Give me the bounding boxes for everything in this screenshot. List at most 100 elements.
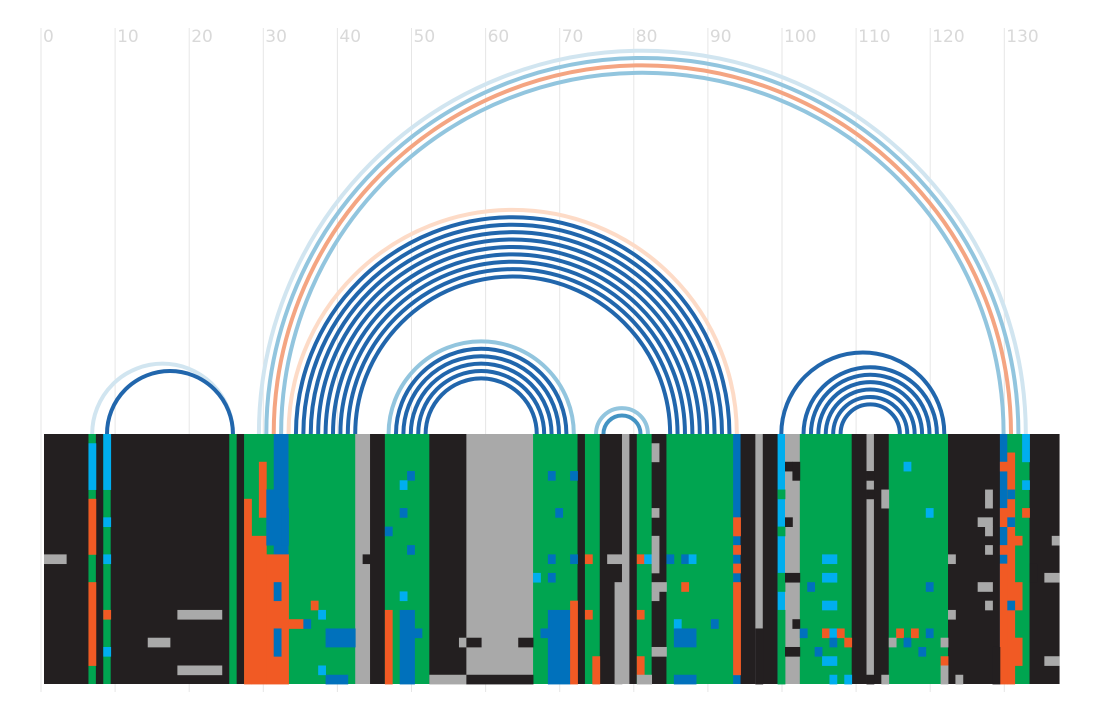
tick-label-60: 60 xyxy=(488,27,510,47)
matrix-column-34 xyxy=(888,434,949,684)
matrix-cell-4 xyxy=(103,517,112,527)
matrix-cell-50 xyxy=(533,572,541,583)
matrix-cell-81 xyxy=(755,628,764,685)
matrix-cell-20 xyxy=(362,554,371,565)
matrix-cell-41 xyxy=(466,674,534,685)
tick-label-0: 0 xyxy=(43,27,54,47)
matrix-cell-100 xyxy=(822,572,838,583)
matrix-cell-38 xyxy=(458,637,467,648)
arc-14 xyxy=(345,267,680,435)
matrix-cell-74 xyxy=(710,619,719,629)
arc-8 xyxy=(301,223,725,435)
matrix-column-36 xyxy=(999,434,1008,684)
matrix-cell-13 xyxy=(251,535,267,685)
matrix-cell-64 xyxy=(651,582,667,592)
arc-29 xyxy=(831,395,910,435)
matrix-cell-62 xyxy=(651,508,660,518)
matrix-cell-150 xyxy=(1044,656,1060,666)
tick-label-50: 50 xyxy=(414,27,436,47)
matrix-column-19 xyxy=(621,434,630,684)
matrix-cell-114 xyxy=(888,637,897,648)
matrix-cell-10 xyxy=(147,637,171,648)
matrix-cell-6 xyxy=(103,609,112,620)
matrix-column-6 xyxy=(236,434,245,684)
arc-12 xyxy=(330,252,695,435)
matrix-cell-132 xyxy=(999,461,1008,472)
arc-28 xyxy=(823,387,917,435)
matrix-column-24 xyxy=(733,434,741,684)
matrix-column-11 xyxy=(370,434,386,684)
matrix-cell-42 xyxy=(547,609,571,685)
arc-layer xyxy=(90,51,1026,435)
matrix-cell-110 xyxy=(881,674,890,685)
matrix-cell-147 xyxy=(1029,563,1038,583)
matrix-cell-46 xyxy=(570,471,578,481)
matrix-cell-52 xyxy=(584,554,593,565)
matrix-cell-57 xyxy=(636,554,645,565)
matrix-cell-47 xyxy=(555,508,564,518)
matrix-cell-67 xyxy=(636,674,653,685)
matrix-column-38 xyxy=(1029,434,1060,684)
matrix-cell-22 xyxy=(310,600,319,611)
matrix-cell-31 xyxy=(407,471,415,481)
matrix-cell-91 xyxy=(785,646,801,657)
matrix-cell-149 xyxy=(1044,572,1060,583)
matrix-cell-105 xyxy=(844,674,853,685)
tick-label-90: 90 xyxy=(710,27,732,47)
matrix-cell-101 xyxy=(822,600,838,611)
matrix-cell-97 xyxy=(844,637,853,648)
matrix-cell-7 xyxy=(103,646,112,657)
matrix-cell-136 xyxy=(992,646,1001,685)
arc-30 xyxy=(838,402,902,435)
matrix-cell-66 xyxy=(651,646,667,657)
matrix-cell-146 xyxy=(1014,535,1023,546)
matrix-cell-138 xyxy=(1014,582,1023,611)
arc-1 xyxy=(104,369,235,435)
matrix-cell-63 xyxy=(651,535,660,574)
matrix-cell-12 xyxy=(244,498,252,685)
arc-6 xyxy=(286,207,739,435)
matrix-cell-70 xyxy=(688,554,697,565)
matrix-cell-121 xyxy=(940,656,949,666)
matrix-cell-118 xyxy=(925,582,934,592)
matrix-cell-18 xyxy=(281,508,289,546)
tick-label-10: 10 xyxy=(117,27,139,47)
matrix-cell-24 xyxy=(325,674,349,685)
matrix-cell-80 xyxy=(733,591,741,676)
matrix-cell-60 xyxy=(644,554,653,565)
matrix-cell-39 xyxy=(466,637,482,648)
matrix-cell-133 xyxy=(999,508,1008,527)
matrix-cell-45 xyxy=(547,471,556,481)
matrix-cell-85 xyxy=(777,609,786,685)
matrix-cell-86 xyxy=(785,461,793,472)
matrix-cell-95 xyxy=(836,628,845,639)
matrix-column-26 xyxy=(755,434,764,684)
matrix-cell-124 xyxy=(948,609,956,620)
matrix-cell-137 xyxy=(1007,452,1016,685)
matrix-cell-143 xyxy=(1022,434,1030,463)
matrix-cell-140 xyxy=(1007,489,1016,500)
matrix-cell-139 xyxy=(1014,637,1023,666)
matrix-cell-92 xyxy=(799,628,808,639)
matrix-column-31 xyxy=(851,434,867,684)
matrix-cell-141 xyxy=(1007,517,1016,527)
matrix-cell-107 xyxy=(866,489,875,500)
tick-label-130: 130 xyxy=(1006,27,1038,47)
matrix-cell-84 xyxy=(777,572,786,592)
matrix-cell-109 xyxy=(881,489,890,509)
matrix-cell-28 xyxy=(384,609,393,685)
tick-label-30: 30 xyxy=(265,27,287,47)
matrix-column-2 xyxy=(95,434,104,684)
matrix-cell-82 xyxy=(777,489,786,500)
matrix-cell-111 xyxy=(903,461,912,472)
arc-7 xyxy=(293,215,732,435)
matrix-cell-54 xyxy=(584,609,593,620)
arc-19 xyxy=(408,361,554,435)
arc-16 xyxy=(386,339,576,435)
arc-0 xyxy=(90,361,235,435)
matrix-cell-49 xyxy=(570,554,578,565)
matrix-cell-112 xyxy=(896,628,904,639)
matrix-cell-127 xyxy=(977,517,993,527)
matrix-cell-69 xyxy=(681,554,690,565)
